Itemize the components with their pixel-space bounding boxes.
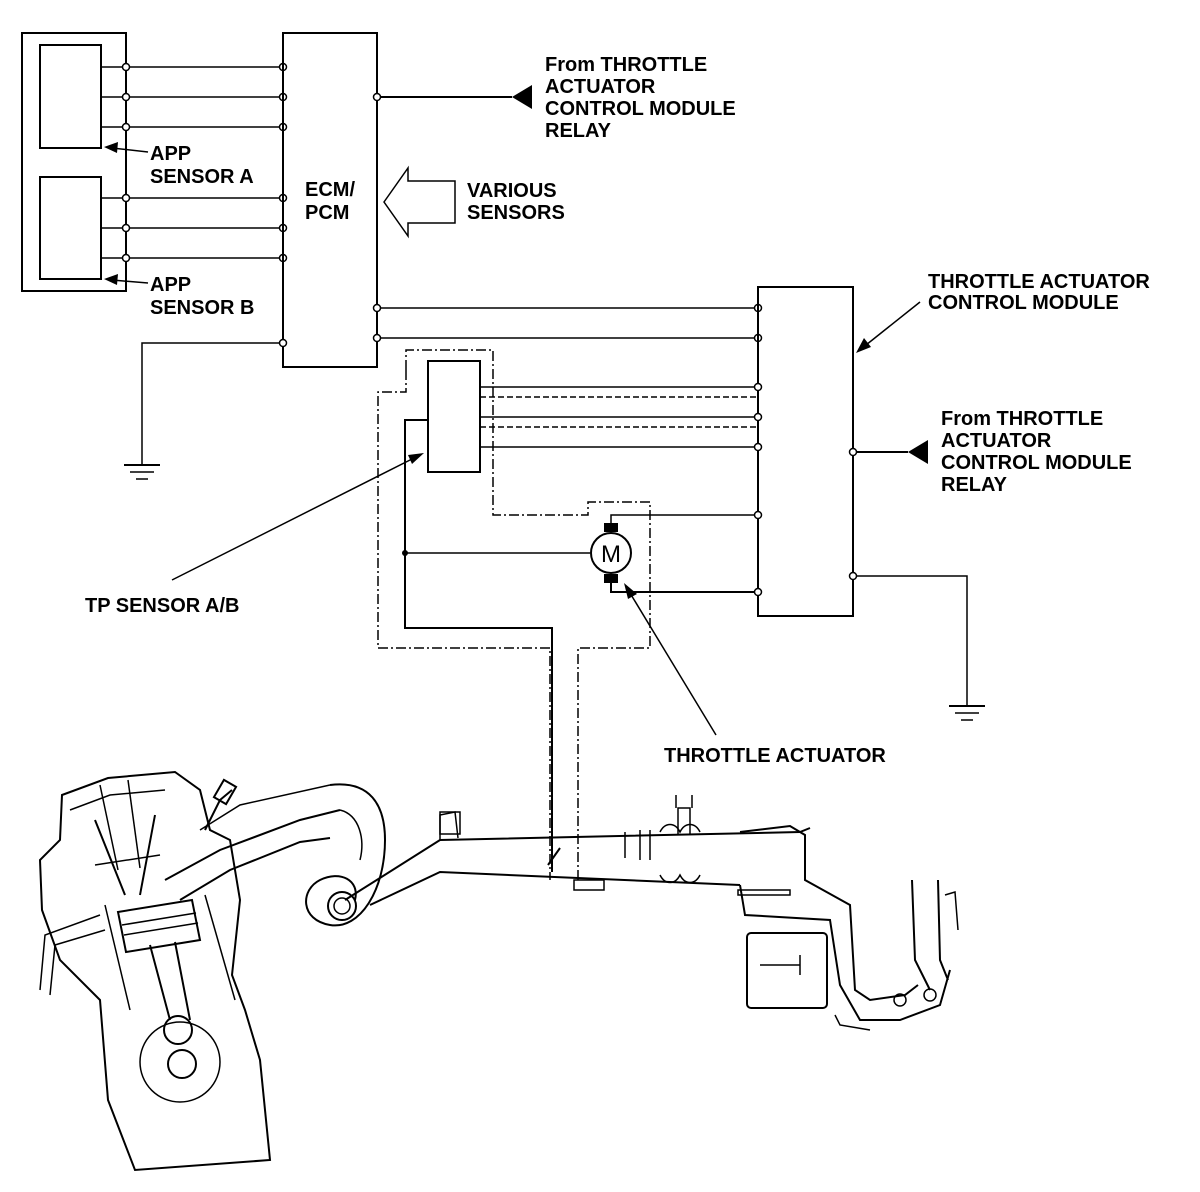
throttle-body-outline — [377, 349, 651, 880]
svg-text:SENSOR A: SENSOR A — [150, 166, 254, 188]
various-sensors-arrow — [383, 165, 456, 239]
tp-sensor-wiring — [480, 382, 763, 452]
ecm-pcm-box — [282, 32, 378, 368]
svg-text:SENSOR B: SENSOR B — [150, 297, 254, 319]
svg-text:APP: APP — [150, 274, 191, 296]
svg-text:PCM: PCM — [305, 202, 349, 224]
throttle-actuator-leader-arrow — [624, 583, 717, 736]
svg-text:From THROTTLE: From THROTTLE — [941, 408, 1103, 430]
label-ecm-pcm: ECM/ PCM — [305, 179, 355, 224]
svg-text:ACTUATOR: ACTUATOR — [545, 76, 656, 98]
ecm-ground — [124, 338, 288, 480]
app-wiring — [101, 62, 288, 263]
label-throttle-actuator: THROTTLE ACTUATOR — [664, 745, 886, 767]
svg-text:ECM/: ECM/ — [305, 179, 355, 201]
svg-text:ACTUATOR: ACTUATOR — [941, 430, 1052, 452]
svg-text:RELAY: RELAY — [545, 120, 612, 142]
tacm-box — [757, 286, 854, 617]
tacm-ground — [848, 571, 985, 721]
app-sensor-a-box — [39, 44, 102, 149]
svg-text:APP: APP — [150, 143, 191, 165]
tp-sensor-box — [427, 360, 481, 473]
svg-text:SENSORS: SENSORS — [467, 202, 565, 224]
app-leader-arrows — [104, 142, 149, 285]
svg-text:THROTTLE ACTUATOR: THROTTLE ACTUATOR — [928, 271, 1150, 293]
motor-symbol-label: M — [601, 541, 621, 568]
label-app-sensor-b: APP SENSOR B — [150, 274, 254, 319]
tacm-relay-input — [848, 440, 928, 464]
label-app-sensor-a: APP SENSOR A — [150, 143, 254, 188]
svg-text:CONTROL MODULE: CONTROL MODULE — [928, 292, 1119, 314]
label-relay-right: From THROTTLE ACTUATOR CONTROL MODULE RE… — [941, 408, 1132, 496]
svg-text:CONTROL MODULE: CONTROL MODULE — [545, 98, 736, 120]
tacm-leader-arrow — [856, 301, 921, 353]
tp-motor-wiring — [402, 419, 763, 872]
svg-text:CONTROL MODULE: CONTROL MODULE — [941, 452, 1132, 474]
intake-manifold-illustration — [164, 783, 959, 1031]
throttle-actuator-motor: M — [590, 523, 632, 583]
svg-text:RELAY: RELAY — [941, 474, 1008, 496]
app-sensor-b-box — [39, 176, 102, 280]
ecm-tacm-wiring — [372, 303, 763, 343]
label-tp-sensor: TP SENSOR A/B — [85, 595, 239, 617]
label-various-sensors: VARIOUS SENSORS — [467, 180, 565, 224]
svg-text:From THROTTLE: From THROTTLE — [545, 54, 707, 76]
svg-text:VARIOUS: VARIOUS — [467, 180, 557, 202]
app-sensor-assembly — [21, 32, 127, 292]
label-relay-top: From THROTTLE ACTUATOR CONTROL MODULE RE… — [545, 54, 736, 142]
label-tacm: THROTTLE ACTUATOR CONTROL MODULE — [928, 271, 1150, 314]
tp-sensor-leader-arrow — [171, 453, 424, 581]
engine-illustration — [38, 770, 272, 1172]
ecm-relay-input — [372, 85, 532, 109]
